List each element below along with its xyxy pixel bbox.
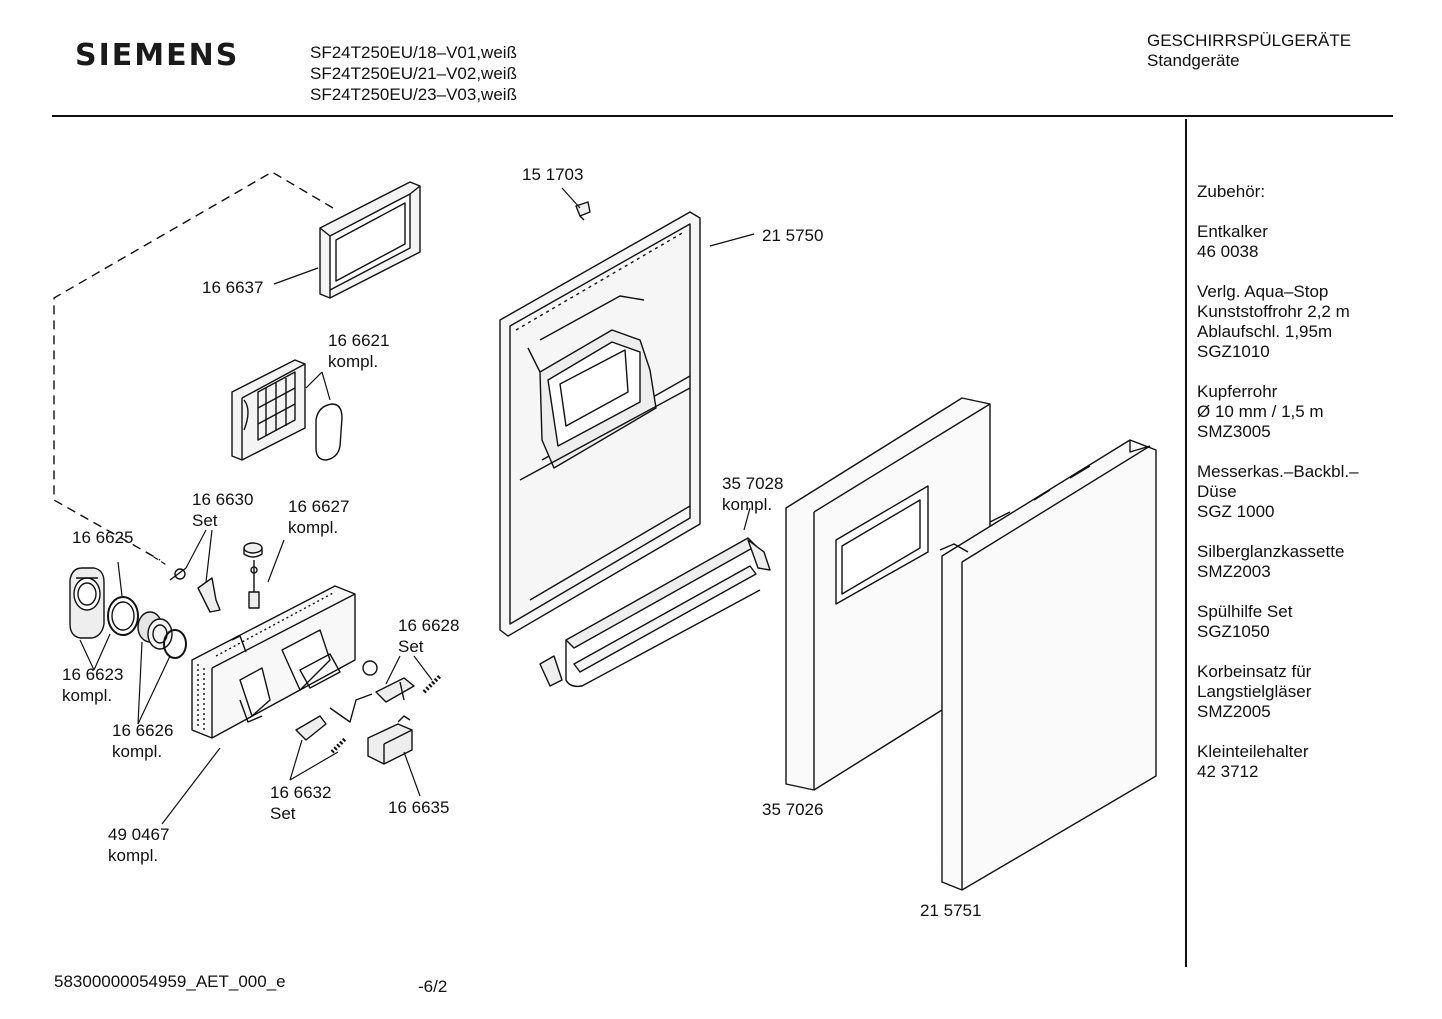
label-166621: 16 6621 (328, 331, 389, 350)
label-357026: 35 7026 (762, 800, 823, 819)
accessory-line: 46 0038 (1197, 242, 1259, 261)
accessory-line: SGZ 1000 (1197, 502, 1275, 521)
assembly-dashed-outline (53, 171, 334, 561)
accessory-item: Silberglanzkassette SMZ2003 (1197, 542, 1387, 582)
label-166623-note: kompl. (62, 686, 112, 705)
accessory-line: SMZ3005 (1197, 422, 1271, 441)
accessory-line: Ablaufschl. 1,95m (1197, 322, 1333, 341)
part-cap-166625 (69, 567, 105, 639)
accessory-line: Spülhilfe Set (1197, 602, 1293, 621)
part-frame-166637 (319, 181, 421, 299)
part-lever-166630 (169, 567, 221, 613)
accessory-line: Korbeinsatz für (1197, 662, 1312, 681)
category-title: GESCHIRRSPÜLGERÄTE (1147, 31, 1352, 50)
model-line: SF24T250EU/18–V01,weiß (310, 43, 517, 62)
accessory-line: Messerkas.–Backbl.– (1197, 462, 1359, 481)
category-subtitle: Standgeräte (1147, 51, 1240, 70)
accessory-line: Entkalker (1197, 222, 1268, 241)
accessory-line: SMZ2003 (1197, 562, 1271, 581)
accessory-line: SGZ1050 (1197, 622, 1270, 641)
label-166626: 16 6626 (112, 721, 173, 740)
header-divider (52, 115, 1393, 117)
model-line: SF24T250EU/21–V02,weiß (310, 64, 517, 83)
accessories-heading: Zubehör: (1197, 182, 1266, 201)
label-166627-note: kompl. (288, 518, 338, 537)
label-166626-note: kompl. (112, 742, 162, 761)
accessory-item: Spülhilfe Set SGZ1050 (1197, 602, 1387, 642)
part-connector-166626 (137, 611, 187, 659)
model-line: SF24T250EU/23–V03,weiß (310, 85, 517, 104)
model-list: SF24T250EU/18–V01,weiß SF24T250EU/21–V02… (310, 42, 517, 105)
accessory-line: SMZ2005 (1197, 702, 1271, 721)
accessories-panel: Zubehör: Entkalker 46 0038 Verlg. Aqua–S… (1197, 182, 1387, 802)
part-screw-151703 (575, 201, 591, 221)
label-490467-note: kompl. (108, 846, 158, 865)
part-switch-166635 (367, 715, 413, 765)
part-valve-166627 (243, 542, 263, 609)
accessory-item: Kleinteilehalter 42 3712 (1197, 742, 1387, 782)
accessory-line: Langstielgläser (1197, 682, 1312, 701)
label-166623: 16 6623 (62, 665, 123, 684)
accessory-line: Verlg. Aqua–Stop (1197, 282, 1329, 301)
label-357028: 35 7028 (722, 474, 783, 493)
accessory-item: Verlg. Aqua–Stop Kunststoffrohr 2,2 m Ab… (1197, 282, 1387, 362)
accessory-item: Messerkas.–Backbl.– Düse SGZ 1000 (1197, 462, 1387, 522)
label-357028-note: kompl. (722, 495, 772, 514)
accessory-line: Ø 10 mm / 1,5 m (1197, 402, 1324, 421)
accessory-item: Kupferrohr Ø 10 mm / 1,5 m SMZ3005 (1197, 382, 1387, 442)
accessory-line: Kleinteilehalter (1197, 742, 1309, 761)
part-housing-490467 (191, 585, 356, 739)
accessory-line: Silberglanzkassette (1197, 542, 1345, 561)
label-166635: 16 6635 (388, 798, 449, 817)
accessory-item: Korbeinsatz für Langstielgläser SMZ2005 (1197, 662, 1387, 722)
part-filter-166621 (231, 359, 343, 461)
document-code: 58300000054959_AET_000_e (54, 972, 286, 991)
label-215750: 21 5750 (762, 226, 823, 245)
label-166628-note: Set (398, 637, 424, 656)
accessory-item: Entkalker 46 0038 (1197, 222, 1387, 262)
leader-lines (79, 187, 755, 825)
part-latch-166632 (295, 693, 373, 754)
part-inner-door-215750 (499, 211, 701, 637)
part-ring-166623 (107, 596, 139, 636)
accessory-line: Kupferrohr (1197, 382, 1278, 401)
accessory-line: Kunststoffrohr 2,2 m (1197, 302, 1350, 321)
label-166632-note: Set (270, 804, 296, 823)
part-front-panel-357026 (785, 397, 991, 791)
label-166621-note: kompl. (328, 352, 378, 371)
label-166632: 16 6632 (270, 783, 331, 802)
part-outer-panel-215751 (939, 439, 1157, 891)
label-166625: 16 6625 (72, 528, 133, 547)
label-166627: 16 6627 (288, 497, 349, 516)
part-spring-166628 (362, 660, 442, 703)
label-166630: 16 6630 (192, 490, 253, 509)
category-block: GESCHIRRSPÜLGERÄTE Standgeräte (1147, 31, 1351, 71)
accessory-line: SGZ1010 (1197, 342, 1270, 361)
accessory-line: Düse (1197, 482, 1237, 501)
accessory-line: 42 3712 (1197, 762, 1259, 781)
brand-logo: SIEMENS (75, 38, 240, 73)
label-166630-note: Set (192, 511, 218, 530)
page-number: -6/2 (418, 977, 448, 996)
part-rail-357028 (539, 537, 771, 688)
label-166637: 16 6637 (202, 278, 263, 297)
label-490467: 49 0467 (108, 825, 169, 844)
label-151703: 15 1703 (522, 165, 583, 184)
label-166628: 16 6628 (398, 616, 459, 635)
sidebar-divider (1185, 119, 1187, 967)
label-215751: 21 5751 (920, 901, 981, 920)
